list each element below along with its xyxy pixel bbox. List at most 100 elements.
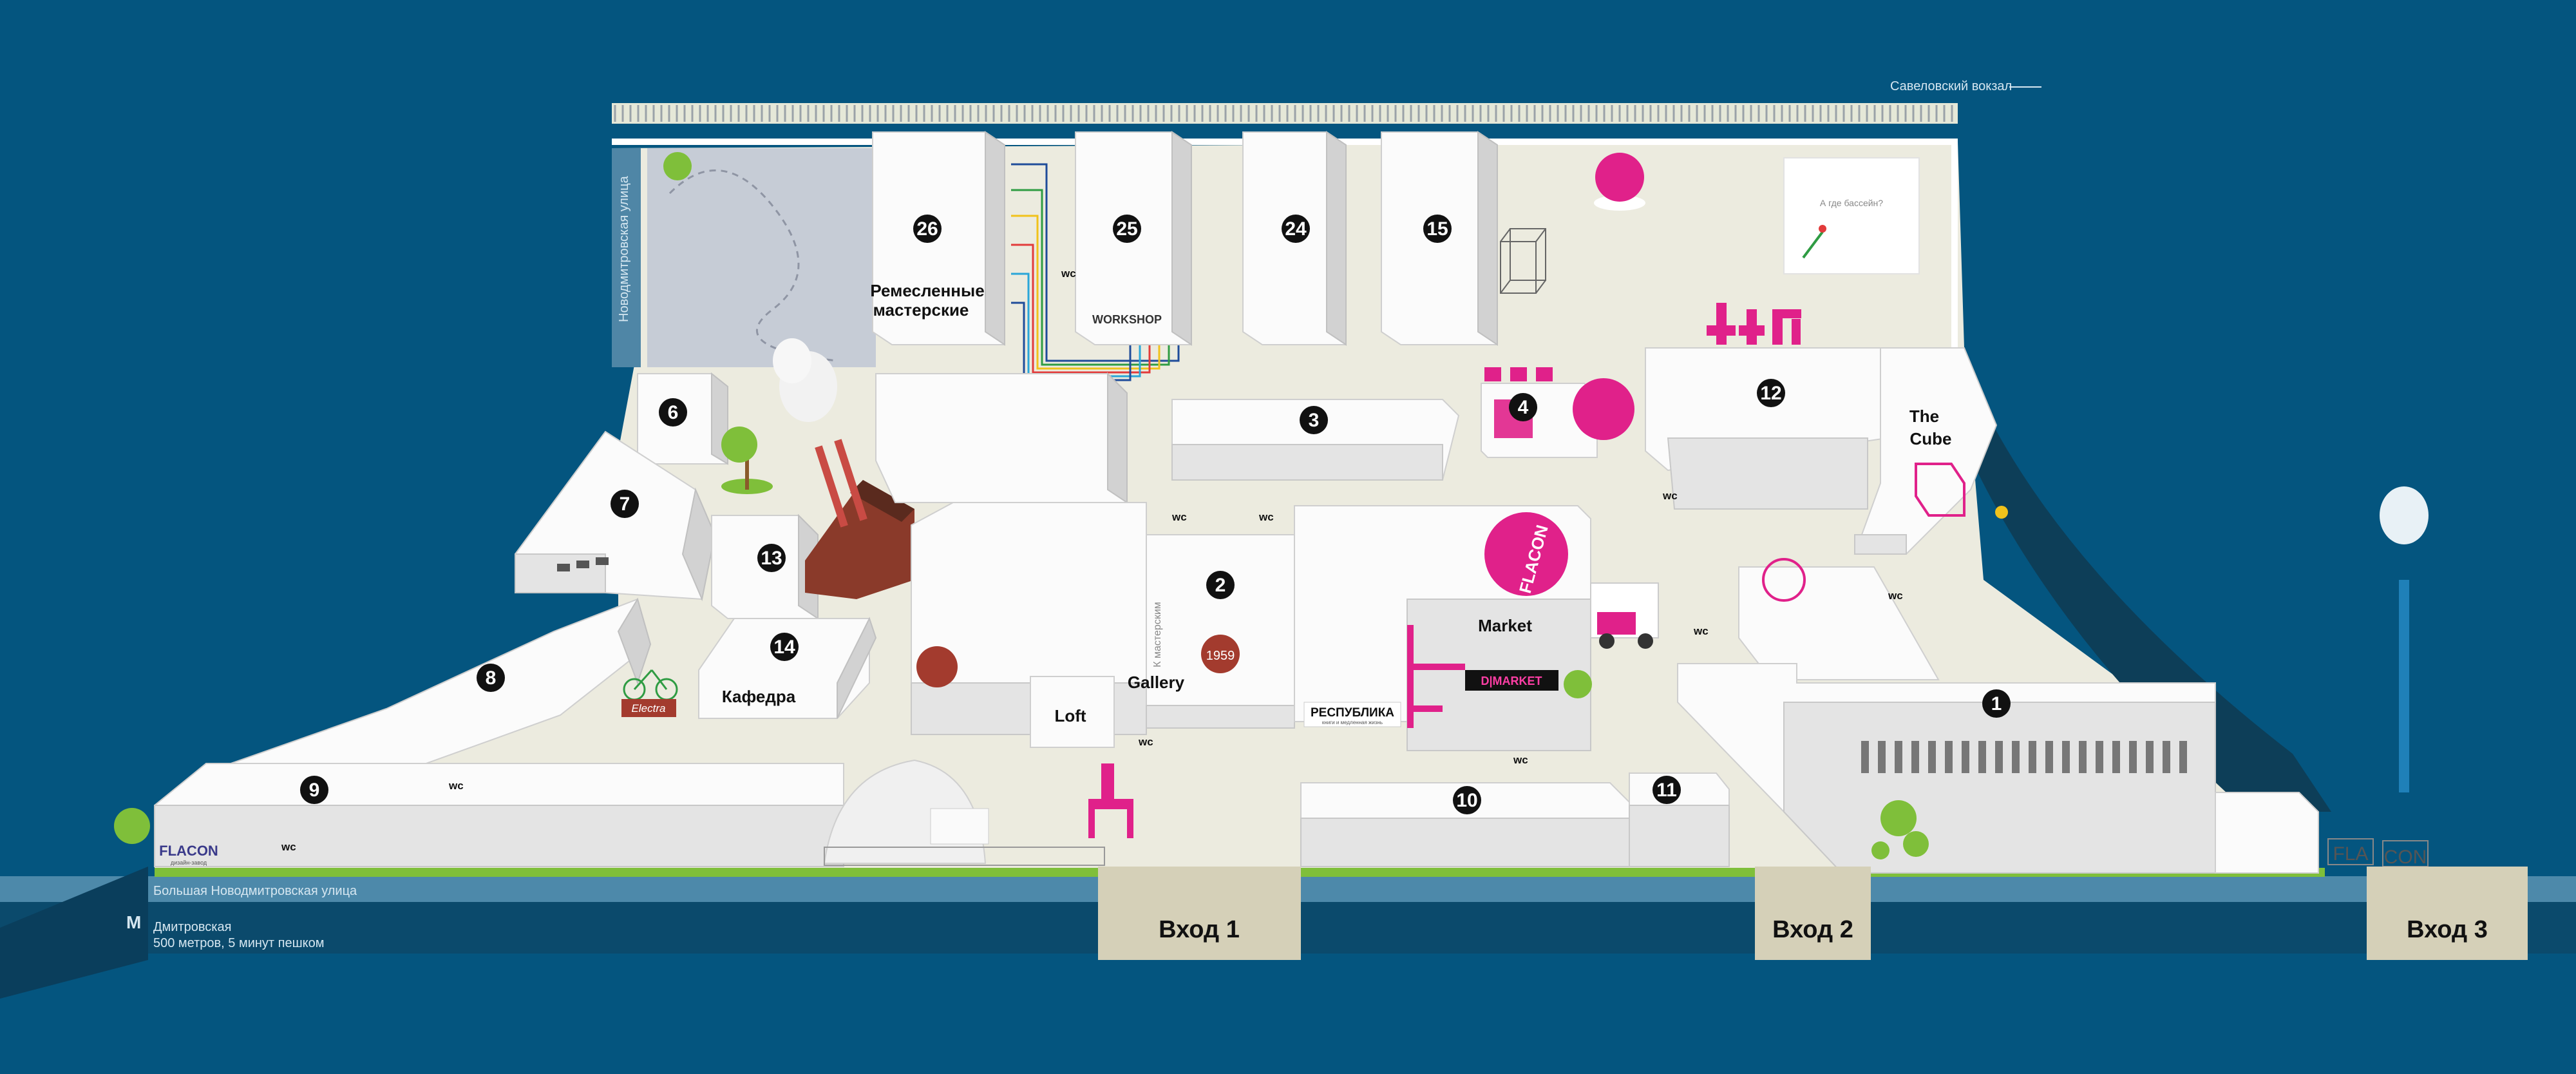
metro-hint: 500 метров, 5 минут пешком: [153, 936, 325, 950]
wc-icon: wc: [1258, 511, 1274, 523]
cube-label-line1: The: [1909, 407, 1939, 426]
building-24[interactable]: 24: [1242, 131, 1347, 346]
entrance-2[interactable]: Вход 2: [1755, 867, 1871, 960]
building-number: 25: [1116, 218, 1137, 240]
wc-icon: wc: [1888, 590, 1903, 602]
building-market[interactable]: FLACON Market D|MARKET РЕСПУБЛИКА книги …: [1294, 505, 1591, 766]
pink-chair-icon: [1088, 763, 1133, 838]
dmarket-sign: [1465, 670, 1558, 691]
building-number: 26: [916, 218, 938, 240]
to-workshops-label: К мастерским: [1152, 602, 1163, 667]
playground-ground: [647, 148, 876, 367]
pink-letters-sculpture: [1707, 303, 1801, 345]
window: [2112, 741, 2120, 773]
window: [2096, 741, 2103, 773]
loft-label: Loft: [1054, 706, 1086, 725]
trees: [114, 670, 1929, 859]
pink-ball-icon: [1573, 378, 1634, 440]
window: [1895, 741, 1902, 773]
station-label: Савеловский вокзал: [1890, 79, 2012, 93]
building-26[interactable]: 26 Ремесленные мастерские: [870, 131, 1005, 346]
cube-label-line2: Cube: [1910, 429, 1952, 448]
building-3[interactable]: 3: [1171, 399, 1460, 481]
building-loft[interactable]: Loft: [1030, 676, 1115, 748]
window: [2129, 741, 2137, 773]
building-10[interactable]: 10: [1300, 782, 1630, 867]
respublika-sub: книги и медленная жизнь: [1322, 720, 1383, 725]
entrance-label: Вход 2: [1772, 916, 1853, 943]
building-1-annex: wc wc: [1693, 558, 1940, 680]
window: [1861, 741, 1869, 773]
entrance-label: Вход 3: [2407, 916, 2488, 943]
entrance-3[interactable]: Вход 3: [2367, 867, 2528, 960]
windows: [1861, 741, 2187, 773]
crafts-label-line2: мастерские: [873, 300, 969, 320]
road-edge: [0, 867, 148, 999]
window: [1978, 741, 1986, 773]
building-number: 2: [1215, 575, 1226, 596]
flacon-sign: FLACON: [159, 843, 218, 859]
wc-icon: wc: [281, 841, 296, 853]
window: [2045, 741, 2053, 773]
window: [1995, 741, 2003, 773]
bottom-street-label: Большая Новодмитровская улица: [153, 884, 357, 898]
wc-icon: wc: [1061, 267, 1076, 280]
building-14-kafedra[interactable]: 14 Кафедра: [698, 617, 877, 719]
building-number: 3: [1309, 410, 1320, 431]
building-number: 15: [1426, 218, 1448, 240]
railway: [612, 103, 1958, 124]
dome-pavilion: [823, 759, 1105, 866]
building-number: 1: [1991, 693, 2002, 714]
badge-1959: [1201, 635, 1240, 673]
lamp-icon: [1995, 506, 2008, 519]
building-number: 6: [668, 402, 679, 423]
entrance-1[interactable]: Вход 1: [1098, 867, 1301, 960]
tree-icon: [663, 152, 692, 180]
wc-icon: wc: [1138, 736, 1153, 748]
wc-icon: wc: [1662, 490, 1678, 502]
pool-note: А где бассейн?: [1820, 198, 1883, 208]
window: [1928, 741, 1936, 773]
building-2[interactable]: 2 Gallery К мастерским 1959 wc wc wc: [1128, 511, 1295, 748]
workshop-sign: WORKSHOP: [1092, 313, 1162, 326]
building-25[interactable]: 25 WORKSHOP wc: [1061, 131, 1192, 346]
building-6[interactable]: 6: [637, 372, 728, 465]
fence-right: [1951, 139, 1958, 370]
building-9[interactable]: 9 wc wc FLACON дизайн-завод: [154, 763, 844, 867]
building-7[interactable]: 7: [515, 430, 716, 602]
building-badge: [913, 215, 942, 243]
year-1959-label: 1959: [1206, 649, 1235, 663]
fla-tag: FLA: [2333, 843, 2368, 865]
bulb-icon: [1762, 558, 1806, 602]
window: [2146, 741, 2154, 773]
building-number: 12: [1760, 383, 1781, 404]
building-12[interactable]: 12 wc: [1645, 347, 1888, 510]
window: [2163, 741, 2170, 773]
building-13[interactable]: 13: [711, 513, 819, 620]
electra-sign: Electra: [621, 669, 678, 717]
window: [2012, 741, 2020, 773]
respublika-label: РЕСПУБЛИКА: [1311, 706, 1394, 720]
entrance-label: Вход 1: [1159, 916, 1240, 943]
flacon-logo: [1484, 512, 1568, 596]
building-the-cube[interactable]: The Cube: [1853, 347, 2008, 555]
building-11[interactable]: 11: [1629, 772, 1730, 867]
building-15[interactable]: 15: [1381, 131, 1498, 346]
window: [1878, 741, 1886, 773]
wc-icon: wc: [1171, 511, 1187, 523]
wc-icon: wc: [1693, 625, 1709, 637]
metro-icon: M: [126, 912, 141, 932]
tree-icon: [721, 427, 773, 494]
crafts-label-line1: Ремесленные: [870, 281, 984, 300]
railway-ties: [614, 105, 1953, 122]
building-4[interactable]: 4: [1481, 367, 1634, 458]
brick-boiler-house: [773, 338, 914, 599]
trail-path: [668, 169, 838, 362]
window: [2062, 741, 2070, 773]
cube-icon: [1915, 463, 1965, 517]
chimney-icon: [2399, 580, 2409, 792]
window: [1911, 741, 1919, 773]
wc-icon: wc: [448, 780, 464, 792]
building-number: 14: [773, 637, 795, 658]
